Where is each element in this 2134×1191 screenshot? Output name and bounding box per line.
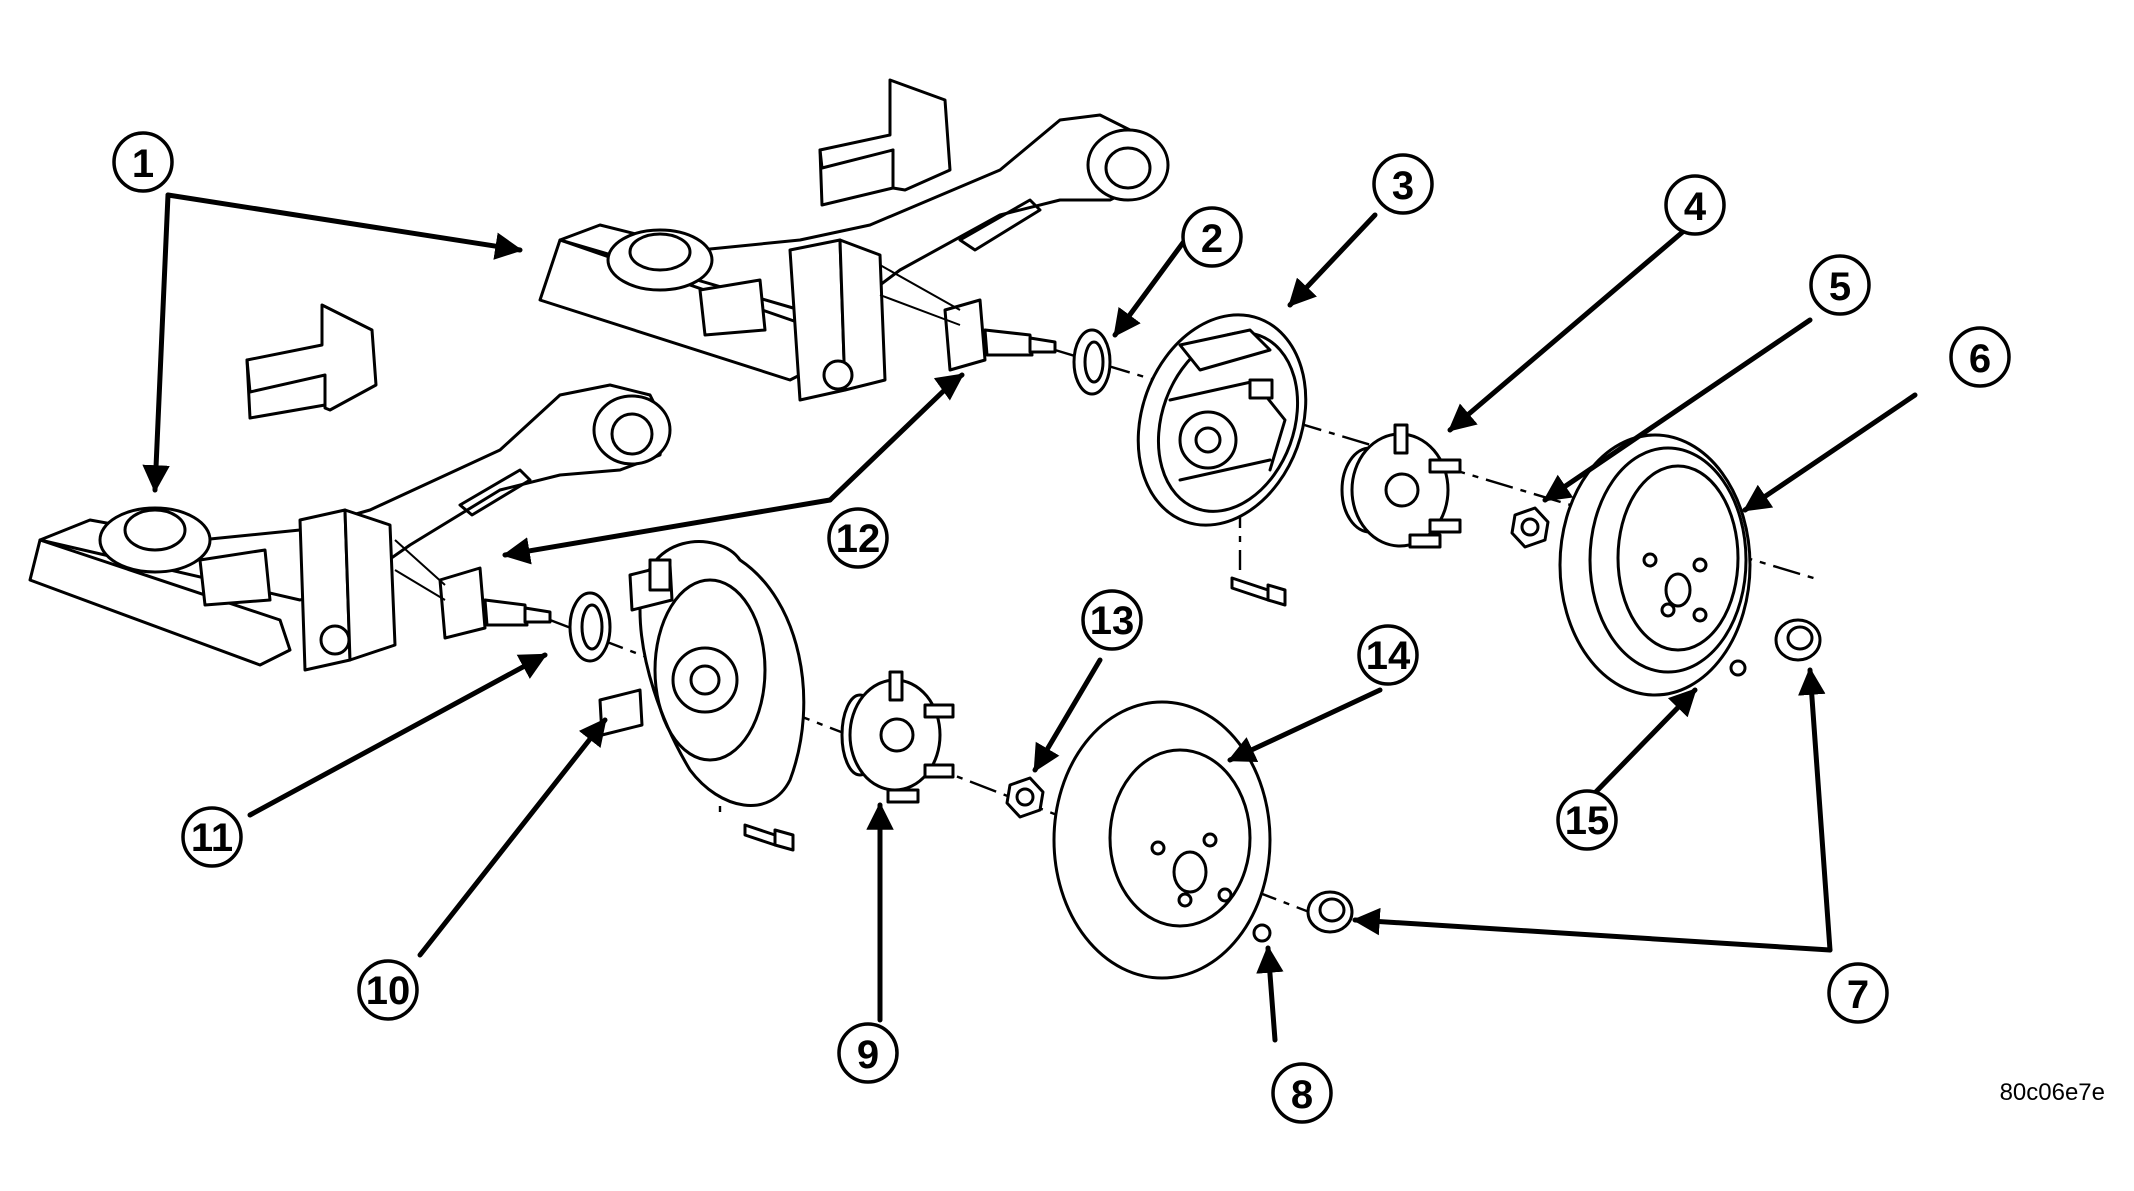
- forward-direction-arrow-lower: [245, 303, 378, 420]
- svg-text:3: 3: [1392, 164, 1414, 208]
- callout-8: 8: [1271, 1062, 1333, 1124]
- drum-brake-support-plate: [1136, 313, 1308, 527]
- callout-14: 14: [1357, 624, 1419, 686]
- svg-text:14: 14: [1366, 634, 1411, 678]
- upper-trailing-arm-axle: [538, 113, 1170, 402]
- svg-text:5: 5: [1829, 265, 1851, 309]
- dust-seal-lower: [568, 591, 612, 663]
- callout-15: 15: [1556, 789, 1618, 851]
- svg-text:10: 10: [366, 969, 411, 1013]
- hub-bearing-upper: [1340, 423, 1462, 549]
- forward-direction-arrow-upper: [818, 78, 952, 207]
- figure-code: 80c06e7e: [2000, 1079, 2105, 1106]
- adapter-bolt-lower: [743, 823, 795, 852]
- svg-text:6: 6: [1969, 337, 1991, 381]
- svg-text:15: 15: [1565, 799, 1610, 843]
- callout-3: 3: [1372, 153, 1434, 215]
- svg-text:12: 12: [836, 517, 881, 561]
- svg-text:7: 7: [1847, 973, 1869, 1017]
- svg-text:1: 1: [132, 142, 154, 186]
- callout-4: 4: [1664, 174, 1726, 236]
- grease-cap-upper: [1774, 618, 1822, 662]
- svg-text:9: 9: [857, 1033, 879, 1077]
- svg-text:4: 4: [1684, 185, 1707, 229]
- callout-2: 2: [1181, 206, 1243, 268]
- svg-text:13: 13: [1090, 599, 1135, 643]
- callout-13: 13: [1081, 589, 1143, 651]
- svg-text:8: 8: [1291, 1073, 1313, 1117]
- lower-trailing-arm-axle: [28, 383, 672, 672]
- support-plate-bolt-upper: [1230, 576, 1287, 607]
- callout-11: 11: [181, 806, 243, 868]
- callout-1: 1: [112, 131, 174, 193]
- leader-lines: [142, 192, 1918, 1043]
- retaining-clip-upper: [1729, 659, 1747, 677]
- disc-brake-adapter-shield: [598, 540, 806, 807]
- brake-drum: [1558, 433, 1752, 697]
- callout-10: 10: [357, 959, 419, 1021]
- retaining-clip-lower: [1252, 923, 1272, 943]
- brake-rotor: [1052, 700, 1272, 980]
- callout-9: 9: [837, 1022, 899, 1084]
- callout-6: 6: [1949, 326, 2011, 388]
- svg-text:2: 2: [1201, 217, 1223, 261]
- callout-12: 12: [827, 507, 889, 569]
- hub-nut-lower: [1005, 776, 1045, 819]
- callout-7: 7: [1827, 962, 1889, 1024]
- callout-5: 5: [1809, 254, 1871, 316]
- hub-nut-upper: [1510, 506, 1550, 549]
- svg-text:11: 11: [191, 816, 233, 860]
- dust-seal-upper: [1072, 328, 1112, 396]
- hub-bearing-lower: [840, 670, 955, 804]
- grease-cap-lower: [1306, 890, 1354, 934]
